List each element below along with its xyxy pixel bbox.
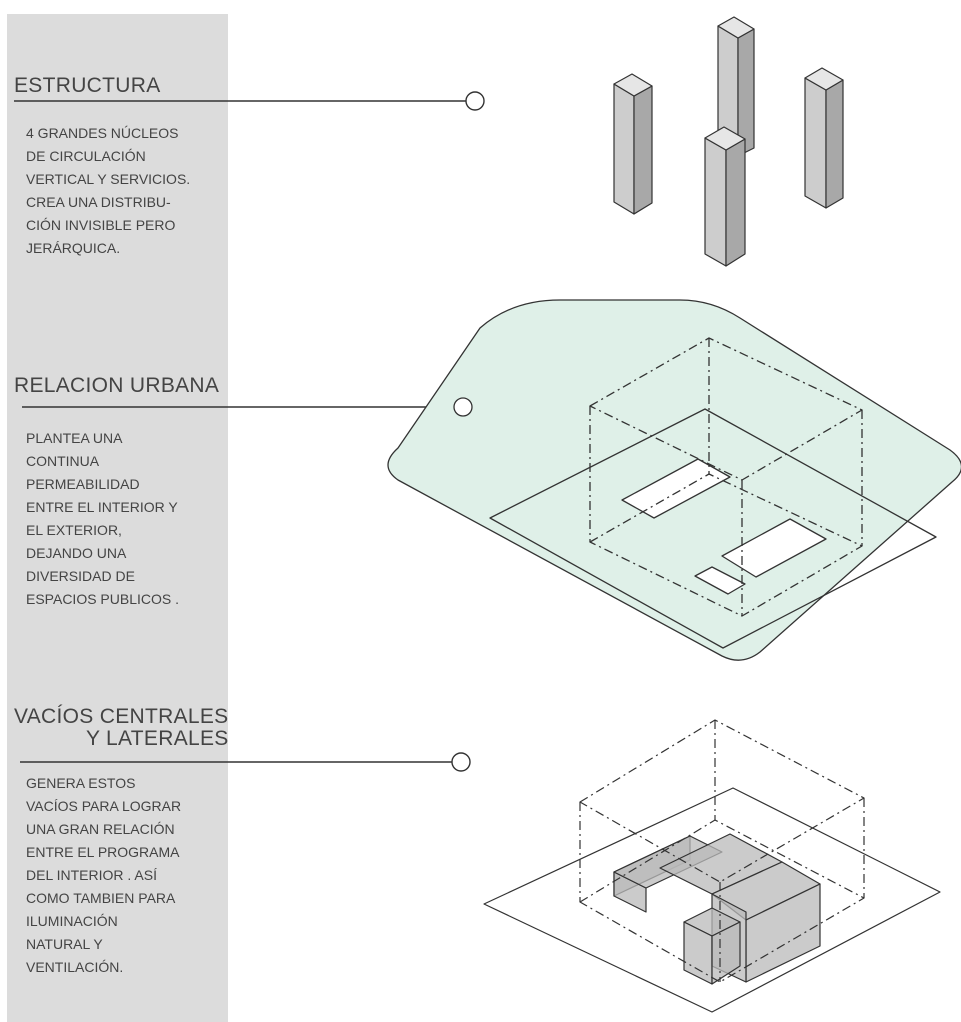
voids (621, 458, 827, 595)
relacion-urbana-heading: RELACION URBANA (14, 374, 219, 398)
voids-diagram (483, 719, 941, 1013)
vacios-desc-line: ILUMINACIÓN (26, 913, 118, 929)
relacion-desc-line: DEJANDO UNA (26, 545, 127, 561)
estructura-desc-line: CIÓN INVISIBLE PERO (26, 217, 176, 233)
vacios-heading-line: Y LATERALES (86, 727, 229, 750)
leader-node-relacion (453, 397, 473, 417)
vacios-heading-line: VACÍOS CENTRALES (14, 705, 229, 728)
dashed-volume-2 (579, 719, 865, 983)
vacios-desc-line: ENTRE EL PROGRAMA (26, 844, 180, 860)
structure-diagram (613, 16, 844, 267)
vacios-description: GENERA ESTOS VACÍOS PARA LOGRAR UNA GRAN… (26, 772, 226, 979)
vacios-heading: VACÍOS CENTRALES Y LATERALES (14, 706, 229, 750)
vacios-desc-line: COMO TAMBIEN PARA (26, 890, 176, 906)
leader-lines (14, 91, 485, 772)
ground-plane (483, 787, 941, 1013)
plaza-border (489, 408, 937, 649)
dashed-volume (589, 337, 863, 617)
vacios-desc-line: VACÍOS PARA LOGRAR (26, 798, 182, 814)
estructura-description: 4 GRANDES NÚCLEOS DE CIRCULACIÓN VERTICA… (26, 122, 226, 260)
estructura-heading: ESTRUCTURA (14, 74, 161, 98)
estructura-desc-line: CREA UNA DISTRIBU- (26, 194, 171, 210)
relacion-urbana-heading-line: RELACION URBANA (14, 374, 220, 397)
relacion-desc-line: EL EXTERIOR, (26, 522, 122, 538)
program-volumes (613, 833, 821, 985)
vacios-desc-line: DEL INTERIOR . ASÍ (26, 867, 157, 883)
estructura-desc-line: JERÁRQUICA. (26, 240, 121, 256)
urban-relation-diagram (387, 299, 961, 661)
relacion-desc-line: PLANTEA UNA (26, 430, 123, 446)
relacion-urbana-description: PLANTEA UNA CONTINUA PERMEABILIDAD ENTRE… (26, 427, 226, 611)
core-1 (613, 73, 653, 215)
core-3 (804, 67, 844, 209)
vacios-desc-line: NATURAL Y (26, 936, 103, 952)
relacion-desc-line: PERMEABILIDAD (26, 476, 140, 492)
leader-node-estructura (465, 91, 485, 111)
core-4 (704, 126, 746, 267)
estructura-heading-line: ESTRUCTURA (14, 74, 161, 97)
relacion-desc-line: ESPACIOS PUBLICOS . (26, 591, 180, 607)
sidebar-band (7, 14, 228, 1022)
estructura-desc-line: VERTICAL Y SERVICIOS. (26, 171, 191, 187)
estructura-desc-line: DE CIRCULACIÓN (26, 148, 146, 164)
vacios-desc-line: VENTILACIÓN. (26, 959, 124, 975)
relacion-desc-line: DIVERSIDAD DE (26, 568, 135, 584)
estructura-desc-line: 4 GRANDES NÚCLEOS (26, 125, 179, 141)
relacion-desc-line: CONTINUA (26, 453, 100, 469)
vacios-desc-line: UNA GRAN RELACIÓN (26, 821, 175, 837)
relacion-desc-line: ENTRE EL INTERIOR Y (26, 499, 178, 515)
vacios-desc-line: GENERA ESTOS (26, 775, 136, 791)
leader-node-vacios (451, 752, 471, 772)
